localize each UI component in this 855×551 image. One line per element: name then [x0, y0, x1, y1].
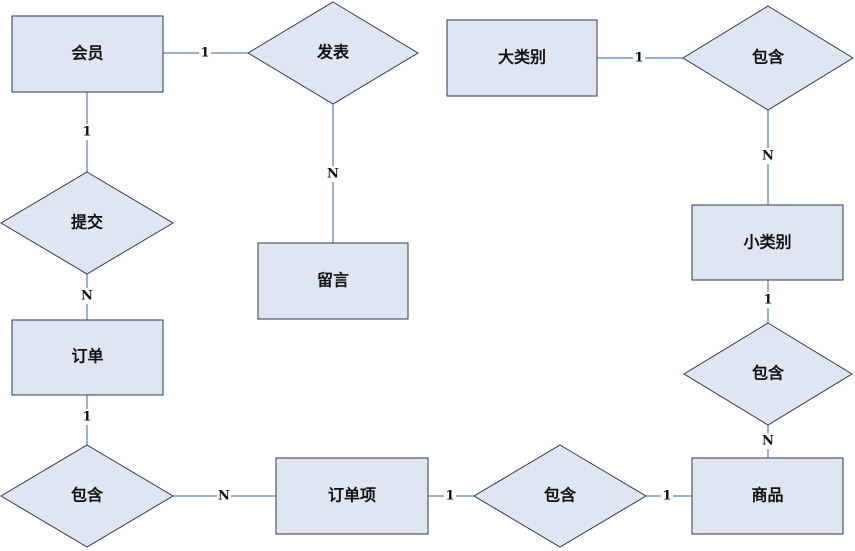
relation-publish-label: 发表	[316, 43, 350, 62]
cardinality-publish-message: N	[326, 166, 340, 182]
cardinality-submit-order-label: N	[81, 289, 93, 304]
cardinality-contains-minor: N	[761, 148, 775, 164]
cardinality-order-item-contains: 1	[444, 488, 456, 504]
relation-publish: 发表	[247, 1, 419, 105]
cardinality-order-contains-label: 1	[82, 410, 91, 425]
entity-order-item: 订单项	[275, 457, 429, 535]
cardinality-major-contains: 1	[633, 50, 645, 66]
cardinality-contains-minor-label: N	[762, 149, 774, 164]
cardinality-order-contains: 1	[81, 409, 93, 425]
entity-message-label: 留言	[317, 271, 349, 290]
cardinality-contains-product: N	[761, 433, 775, 449]
entity-category-minor: 小类别	[691, 204, 844, 281]
cardinality-member-submit-label: 1	[82, 125, 91, 140]
entity-category-minor-label: 小类别	[743, 233, 791, 252]
entity-member-label: 会员	[71, 44, 103, 63]
relation-contains-item-product: 包含	[473, 444, 647, 548]
cardinality-publish-message-label: N	[327, 167, 339, 182]
entity-product-label: 商品	[751, 486, 783, 505]
entity-order-item-label: 订单项	[328, 486, 376, 505]
relation-submit: 提交	[0, 171, 174, 275]
cardinality-contains-product-bottom: 1	[661, 488, 673, 504]
entity-order: 订单	[11, 319, 164, 396]
cardinality-member-submit: 1	[81, 124, 93, 140]
entity-category-major-label: 大类别	[498, 48, 546, 67]
entity-member: 会员	[11, 15, 164, 93]
relation-contains-major-minor-label: 包含	[752, 48, 785, 67]
cardinality-contains-product-label: N	[762, 434, 774, 449]
cardinality-member-publish-label: 1	[200, 46, 209, 61]
relation-contains-minor-product: 包含	[683, 322, 853, 426]
entity-product: 商品	[691, 457, 844, 535]
relation-contains-minor-product-label: 包含	[752, 364, 785, 383]
cardinality-major-contains-label: 1	[634, 51, 643, 66]
cardinality-member-publish: 1	[199, 45, 211, 61]
relation-contains-order-item-label: 包含	[71, 486, 104, 505]
relation-contains-major-minor: 包含	[682, 5, 854, 111]
cardinality-minor-contains-label: 1	[763, 293, 772, 308]
cardinality-contains-order-item-label: N	[218, 489, 230, 504]
cardinality-contains-order-item: N	[217, 488, 231, 504]
entity-order-label: 订单	[71, 347, 103, 366]
relation-contains-order-item: 包含	[0, 444, 174, 548]
entity-message: 留言	[257, 242, 409, 320]
cardinality-minor-contains: 1	[762, 292, 774, 308]
cardinality-order-item-contains-label: 1	[445, 489, 454, 504]
cardinality-submit-order: N	[80, 288, 94, 304]
entity-category-major: 大类别	[446, 19, 598, 97]
relation-submit-label: 提交	[71, 213, 103, 232]
relation-contains-item-product-label: 包含	[544, 486, 577, 505]
cardinality-contains-product-bottom-label: 1	[662, 489, 671, 504]
